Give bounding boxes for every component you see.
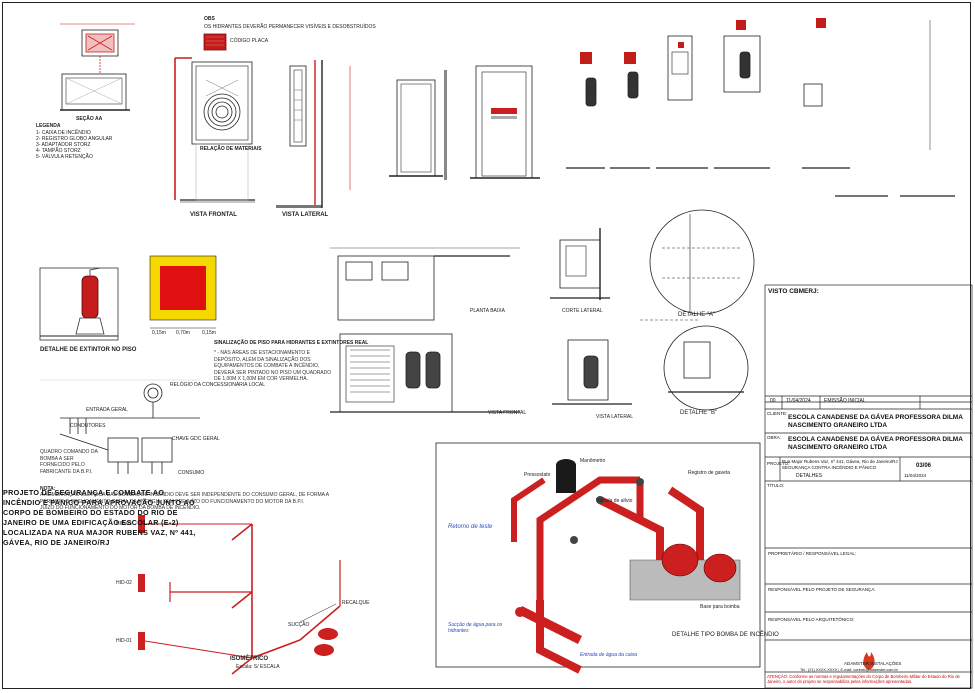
relogio-label: RELÓGIO DA CONCESSIONÁRIA LOCAL — [170, 382, 266, 388]
nota-text-2: JUÍZO DO FUNCIONAMENTO DO MOTOR DA BOMBA… — [40, 505, 201, 511]
cliente-label: CLIENTE: — [767, 411, 788, 416]
iso-label: Base para bomba — [700, 604, 740, 610]
rev-description: EMISSÃO INICIAL — [824, 398, 866, 404]
iso-label: Válvula de alívio — [596, 498, 633, 504]
visto-cbmerj: VISTO CBMERJ: — [768, 288, 819, 295]
legenda-item: 4- TAMPÃO STORZ — [36, 148, 81, 154]
floor-signal-square — [149, 255, 217, 329]
resp-arquitetonico-label: RESPONSÁVEL PELO ARQUITETÔNICO: — [768, 617, 855, 622]
electrical-diagram — [40, 379, 200, 474]
detalhe-bomba-label: DETALHE TIPO BOMBA DE INCÊNDIO — [672, 632, 779, 638]
pump-detail-3d — [435, 442, 761, 674]
dim-label: 0,70m — [176, 330, 190, 336]
projeto-name: SEGURANÇA CONTRA INCÊNDIO E PÂNICO — [782, 465, 877, 470]
shelter-front — [330, 333, 632, 413]
quadro-comando-label: QUADRO COMANDO DA BOMBA A SER FORNECIDO … — [40, 449, 98, 475]
detail-a-circle — [649, 209, 755, 315]
proprietario-label: PROPRIETÁRIO / RESPONSÁVEL LEGAL: — [768, 551, 857, 556]
rev-number: 00 — [770, 398, 776, 404]
isometric-piping — [138, 515, 341, 675]
endereco: Rua Major Rubens Vaz, nº 441, Gávea, Rio… — [782, 459, 898, 464]
titulo-text: PROJETO DE SEGURANÇA E COMBATE AO INCÊND… — [3, 488, 196, 547]
iso-label: Sucção de água para os hidrantes — [448, 622, 503, 634]
vista-frontal-small: VISTA FRONTAL — [488, 410, 527, 416]
detail-b-circle — [663, 325, 749, 411]
contato-text: Tel.: (21) XXXX-XXXX | E-mail: contato@a… — [800, 668, 898, 672]
hid-label: HID-02 — [116, 580, 132, 586]
titulo-label: TÍTULO: — [767, 483, 785, 488]
legenda-item: 1- CAIXA DE INCÊNDIO — [36, 130, 91, 136]
extinguisher-signs — [566, 18, 955, 197]
vista-frontal-label: VISTA FRONTAL — [190, 212, 237, 218]
nota-title: NOTA: — [40, 486, 56, 492]
iso-label: Pressostato — [524, 472, 551, 478]
obs-title: OBS — [204, 16, 215, 22]
legenda-title: LEGENDA — [36, 123, 61, 129]
corte-lateral-label: CORTE LATERAL — [562, 308, 603, 314]
recalque-label: RECALQUE — [342, 600, 370, 606]
detail-circles — [640, 209, 755, 411]
detalhe-b-label: DETALHE "B" — [680, 410, 718, 416]
hydrant-cabinet-lateral — [276, 60, 323, 208]
iso-label: Entrada de água da caixa — [580, 652, 637, 658]
sinalizacao-note: * - NAS ÁREAS DE ESTACIONAMENTO E DEPÓSI… — [214, 350, 332, 382]
consumo-label: CONSUMO — [178, 470, 205, 476]
vista-lateral-label: VISTA LATERAL — [282, 212, 329, 218]
hydrant-cabinet-front — [174, 33, 255, 203]
succao-label: SUCÇÃO — [288, 622, 310, 628]
entrada-geral-label: ENTRADA GERAL — [86, 407, 128, 413]
title-block-frame — [764, 284, 973, 689]
dim-label: 0,15m — [152, 330, 166, 336]
detalhe-a-label: DETALHE "A" — [678, 312, 716, 318]
floor-extinguisher — [39, 267, 119, 341]
sinalizacao-title: SINALIZAÇÃO DE PISO PARA HIDRANTES E EXT… — [214, 340, 369, 346]
company-logo-icon — [863, 652, 875, 670]
obra-name: ESCOLA CANADENSE DA GÁVEA PROFESSORA DIL… — [788, 436, 963, 451]
rev-date: 11/04/2024 — [786, 398, 811, 404]
legenda-item: 3- ADAPTADOR STORZ — [36, 142, 91, 148]
vista-lateral-small: VISTA LATERAL — [596, 414, 634, 420]
chave-geral-label: CHAVE GDC GERAL — [172, 436, 220, 442]
projeto-label: PROJETO: — [767, 461, 790, 466]
nota-text: A ALIMENTAÇÃO ELÉTRICA DAS BOMBAS DE INC… — [40, 492, 329, 505]
detalhe-extintor-label: DETALHE DE EXTINTOR NO PISO — [40, 347, 137, 353]
cliente-name: ESCOLA CANADENSE DA GÁVEA PROFESSORA DIL… — [788, 414, 963, 429]
obra-label: OBRA: — [767, 435, 782, 440]
pump-room-plan — [330, 228, 610, 321]
door-details — [349, 65, 540, 190]
iso-label: Registro de gaveta — [688, 470, 730, 476]
resp-seguranca-label: RESPONSÁVEL PELO PROJETO DE SEGURANÇA: — [768, 587, 876, 592]
dim-label: 0,15m — [202, 330, 216, 336]
isometrico-label: ISOMÉTRICO — [230, 656, 269, 662]
detalhes-label: DETALHES — [796, 473, 823, 479]
empresa-name: ADAMSTER INSTALAÇÕES — [844, 661, 902, 666]
hid-label: HID-01 — [116, 638, 132, 644]
secao-label: SEÇÃO AA — [76, 116, 103, 122]
hydrant-box-section — [60, 23, 135, 111]
data-label: 11/04/2024 — [904, 473, 927, 478]
codigo-placa: CÓDIGO PLACA — [230, 38, 269, 44]
hid-label: HID-03 — [116, 521, 132, 527]
relacao-title: RELAÇÃO DE MATERIAIS — [200, 146, 262, 152]
escala-label: Escala: S/ ESCALA — [236, 664, 280, 670]
hydrant-box-section-view — [61, 73, 127, 111]
obs-text: OS HIDRANTES DEVERÃO PERMANECER VISÍVEIS… — [204, 24, 376, 30]
legenda-item: 2- REGISTRO GLOBO ANGULAR — [36, 136, 113, 142]
iso-label: Retorno de teste — [448, 524, 493, 530]
legenda-item: 5- VÁLVULA RETENÇÃO — [36, 154, 93, 160]
prancha-number: 03/06 — [916, 463, 932, 469]
iso-label: Manômetro — [580, 458, 606, 464]
atencao-note: ATENÇÃO: Conforme as normas e regulament… — [767, 674, 960, 684]
condutores-label: CONDUTORES — [70, 423, 106, 429]
planta-baixa-label: PLANTA BAIXA — [470, 308, 505, 314]
